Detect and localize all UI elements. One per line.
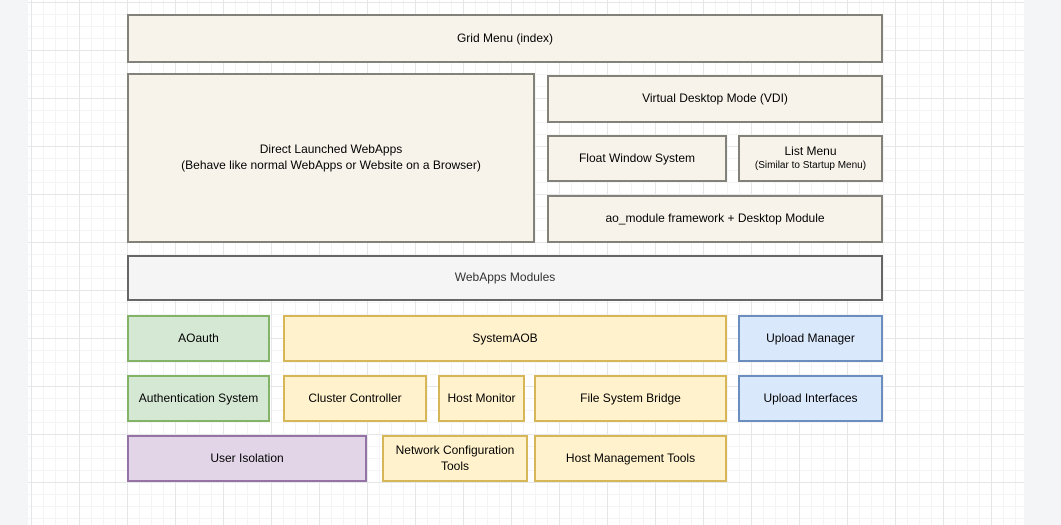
node-network-configuration-tools[interactable]: Network Configuration Tools: [382, 435, 528, 482]
node-cluster-controller-label: Cluster Controller: [289, 391, 421, 407]
node-aoauth-label: AOauth: [133, 331, 264, 347]
node-host-management-tools-label: Host Management Tools: [540, 451, 721, 467]
node-host-monitor[interactable]: Host Monitor: [438, 375, 525, 422]
node-float-window-system-label: Float Window System: [553, 151, 721, 167]
node-float-window-system[interactable]: Float Window System: [547, 135, 727, 182]
node-direct-launched-webapps-label: Direct Launched WebApps: [133, 142, 529, 158]
node-user-isolation[interactable]: User Isolation: [127, 435, 367, 482]
node-upload-manager-label: Upload Manager: [744, 331, 877, 347]
node-upload-manager[interactable]: Upload Manager: [738, 315, 883, 362]
node-file-system-bridge-label: File System Bridge: [540, 391, 721, 407]
node-system-aob[interactable]: SystemAOB: [283, 315, 727, 362]
node-list-menu-label: List Menu: [744, 144, 877, 160]
node-authentication-system[interactable]: Authentication System: [127, 375, 270, 422]
node-host-monitor-label: Host Monitor: [444, 391, 519, 407]
node-ao-module-framework[interactable]: ao_module framework + Desktop Module: [547, 195, 883, 243]
node-user-isolation-label: User Isolation: [133, 451, 361, 467]
node-upload-interfaces-label: Upload Interfaces: [744, 391, 877, 407]
node-cluster-controller[interactable]: Cluster Controller: [283, 375, 427, 422]
node-host-management-tools[interactable]: Host Management Tools: [534, 435, 727, 482]
node-virtual-desktop-mode-label: Virtual Desktop Mode (VDI): [553, 91, 877, 107]
node-upload-interfaces[interactable]: Upload Interfaces: [738, 375, 883, 422]
node-list-menu[interactable]: List Menu (Similar to Startup Menu): [738, 135, 883, 182]
node-authentication-system-label: Authentication System: [133, 391, 264, 407]
node-webapps-modules[interactable]: WebApps Modules: [127, 255, 883, 301]
node-grid-menu-label: Grid Menu (index): [133, 31, 877, 47]
node-ao-module-framework-label: ao_module framework + Desktop Module: [553, 211, 877, 227]
node-virtual-desktop-mode[interactable]: Virtual Desktop Mode (VDI): [547, 75, 883, 123]
node-list-menu-sublabel: (Similar to Startup Menu): [744, 159, 877, 173]
node-direct-launched-webapps-sublabel: (Behave like normal WebApps or Website o…: [133, 158, 529, 174]
node-file-system-bridge[interactable]: File System Bridge: [534, 375, 727, 422]
node-network-configuration-tools-label: Network Configuration Tools: [388, 443, 522, 474]
node-system-aob-label: SystemAOB: [289, 331, 721, 347]
node-webapps-modules-label: WebApps Modules: [133, 270, 877, 286]
node-aoauth[interactable]: AOauth: [127, 315, 270, 362]
node-direct-launched-webapps[interactable]: Direct Launched WebApps (Behave like nor…: [127, 73, 535, 243]
node-grid-menu[interactable]: Grid Menu (index): [127, 14, 883, 63]
